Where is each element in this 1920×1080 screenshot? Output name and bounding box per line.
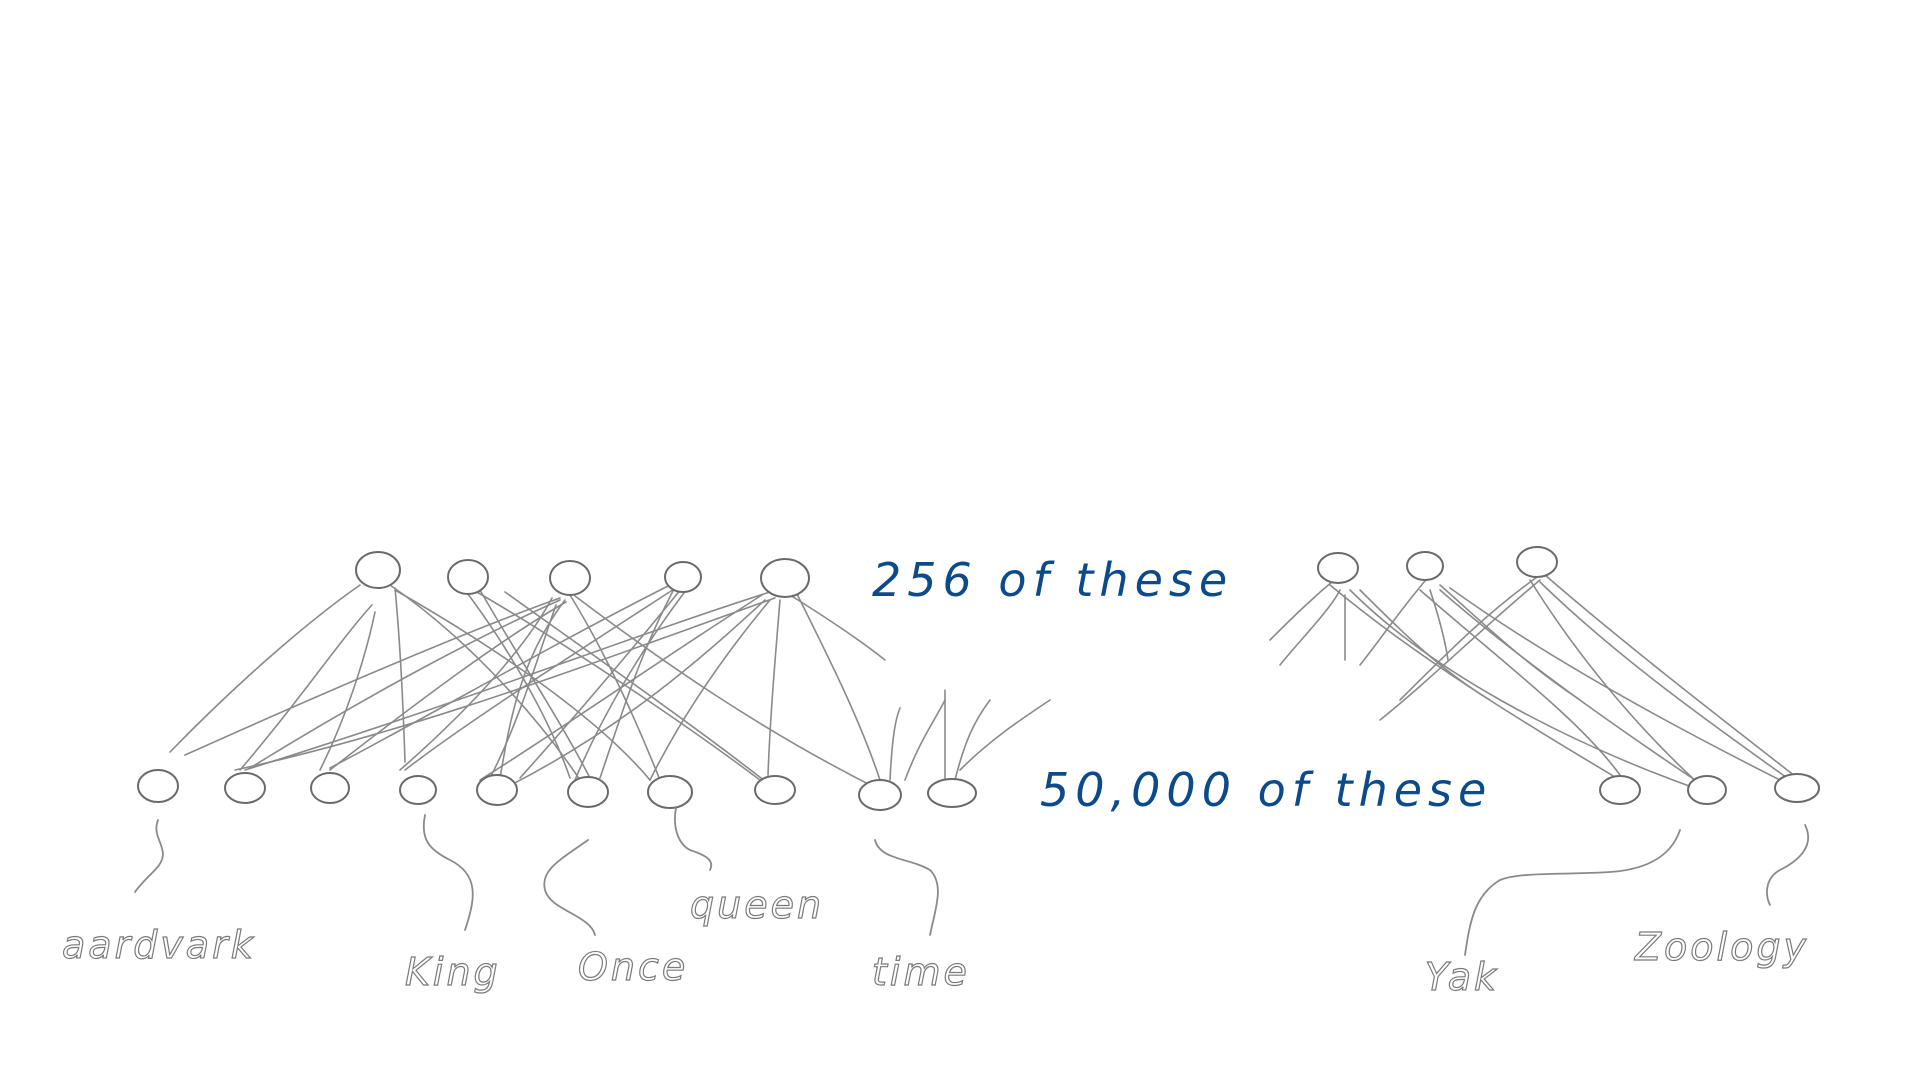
vocab-node (310, 772, 350, 804)
connection-line (794, 589, 881, 781)
left-connections (169, 577, 1051, 791)
connection-line (569, 594, 661, 781)
connection-line (1439, 589, 1711, 791)
connection-line (464, 589, 571, 779)
word-zoology: Zoology (1634, 925, 1809, 969)
hidden-count-label: 256 of these (872, 553, 1233, 607)
hidden-node (1516, 546, 1558, 578)
word-king: King (405, 950, 501, 994)
connection-line (574, 584, 691, 781)
vocab-node (754, 775, 796, 805)
connection-line (504, 591, 771, 786)
vocab-node (1774, 773, 1820, 803)
connection-line (1539, 581, 1791, 781)
connection-line (1379, 579, 1541, 721)
connection-line (329, 579, 681, 769)
connection-line (904, 699, 946, 781)
vocab-node (476, 774, 518, 806)
vocab-node (137, 769, 179, 803)
connection-line (889, 707, 901, 781)
word-time: time (872, 950, 970, 994)
connection-line (1359, 574, 1431, 666)
connection-line (504, 599, 766, 789)
vocab-node (567, 776, 609, 808)
hidden-node (1317, 552, 1359, 584)
connection-line (394, 589, 651, 781)
label-leaders (134, 807, 1810, 956)
leader-line (1766, 824, 1810, 906)
connection-line (244, 591, 771, 771)
vocab-node (399, 775, 437, 805)
hidden-layer-left (355, 551, 810, 598)
connection-line (479, 594, 763, 781)
leader-line (674, 807, 713, 871)
connection-line (499, 599, 566, 779)
connection-line (404, 581, 686, 771)
hidden-node (760, 558, 810, 598)
hidden-node (447, 559, 489, 595)
connection-line (1529, 579, 1701, 786)
vocab-node (1599, 775, 1641, 805)
vocab-node (1687, 775, 1727, 805)
connection-line (389, 584, 581, 781)
connection-line (599, 577, 681, 779)
word-aardvark: aardvark (62, 923, 256, 967)
hidden-node (1406, 551, 1444, 581)
connection-line (479, 589, 591, 779)
vocab-count-label: 50,000 of these (1040, 763, 1492, 817)
hidden-node (549, 560, 591, 596)
connection-line (184, 597, 561, 756)
connection-line (767, 599, 781, 776)
connection-line (1449, 587, 1791, 786)
leader-line (874, 839, 939, 936)
connection-line (234, 597, 776, 771)
connection-line (649, 599, 771, 781)
right-connections (1269, 574, 1801, 791)
connection-line (1359, 589, 1491, 701)
connection-line (469, 587, 761, 781)
word-once: Once (578, 945, 688, 989)
connection-line (1544, 574, 1801, 781)
connection-line (1329, 584, 1621, 781)
vocab-node (858, 779, 902, 811)
hidden-node (664, 561, 702, 593)
leader-line (422, 814, 474, 931)
leader-line (134, 819, 164, 893)
hidden-layer-right (1317, 546, 1558, 584)
connection-line (319, 611, 376, 771)
vocab-node (647, 775, 693, 809)
word-queen: queen (690, 883, 824, 927)
vocab-node (224, 772, 266, 804)
connection-line (329, 601, 567, 771)
vocab-node (927, 778, 977, 808)
connection-line (574, 595, 881, 791)
connection-line (1349, 589, 1701, 791)
connection-line (789, 594, 886, 661)
connection-line (1419, 589, 1621, 776)
connection-line (399, 597, 553, 771)
connection-line (1279, 589, 1341, 666)
hidden-node (355, 551, 401, 589)
connection-line (954, 699, 991, 781)
word-labels: aardvark King Once queen time Yak Zoolog… (61, 882, 1809, 999)
leader-line (543, 839, 596, 936)
connection-line (1439, 584, 1581, 701)
vocab-layer (137, 769, 1820, 811)
connection-line (394, 587, 406, 763)
connection-line (519, 577, 691, 779)
connection-line (239, 604, 373, 771)
connection-line (249, 599, 561, 769)
leader-line (1464, 829, 1681, 956)
connection-line (169, 584, 361, 753)
connection-line (959, 699, 1051, 771)
word-yak: Yak (1425, 955, 1499, 999)
